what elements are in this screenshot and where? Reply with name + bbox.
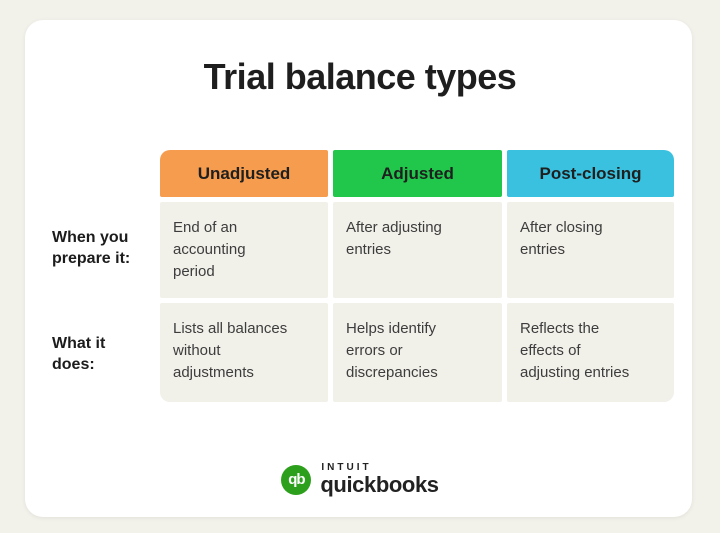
comparison-table: Unadjusted Adjusted Post-closing End of … xyxy=(160,150,674,402)
row-label-when-you-prepare-it: When you prepare it: xyxy=(52,229,131,268)
row-label-what-it-does: What it does: xyxy=(52,335,106,374)
table-cell-adjusted-what: Helps identify errors or discrepancies xyxy=(333,303,502,402)
column-header-unadjusted: Unadjusted xyxy=(160,150,328,197)
column-header-post-closing: Post-closing xyxy=(507,150,674,197)
table-cell-unadjusted-when: End of an accounting period xyxy=(160,202,328,298)
table-cell-adjusted-when: After adjusting entries xyxy=(333,202,502,298)
quickbooks-logo-icon: qb xyxy=(281,464,312,495)
brand-footer: qb INTUIT quickbooks xyxy=(0,463,720,496)
intuit-wordmark: INTUIT xyxy=(321,462,372,473)
table-cell-post-closing-what: Reflects the effects of adjusting entrie… xyxy=(507,303,674,402)
table-cell-unadjusted-what: Lists all balances without adjustments xyxy=(160,303,328,402)
page-title: Trial balance types xyxy=(203,56,517,97)
brand-wordmark: INTUIT quickbooks xyxy=(320,462,439,497)
column-header-adjusted: Adjusted xyxy=(333,150,502,197)
table-cell-post-closing-when: After closing entries xyxy=(507,202,674,298)
quickbooks-wordmark: quickbooks xyxy=(320,472,439,497)
